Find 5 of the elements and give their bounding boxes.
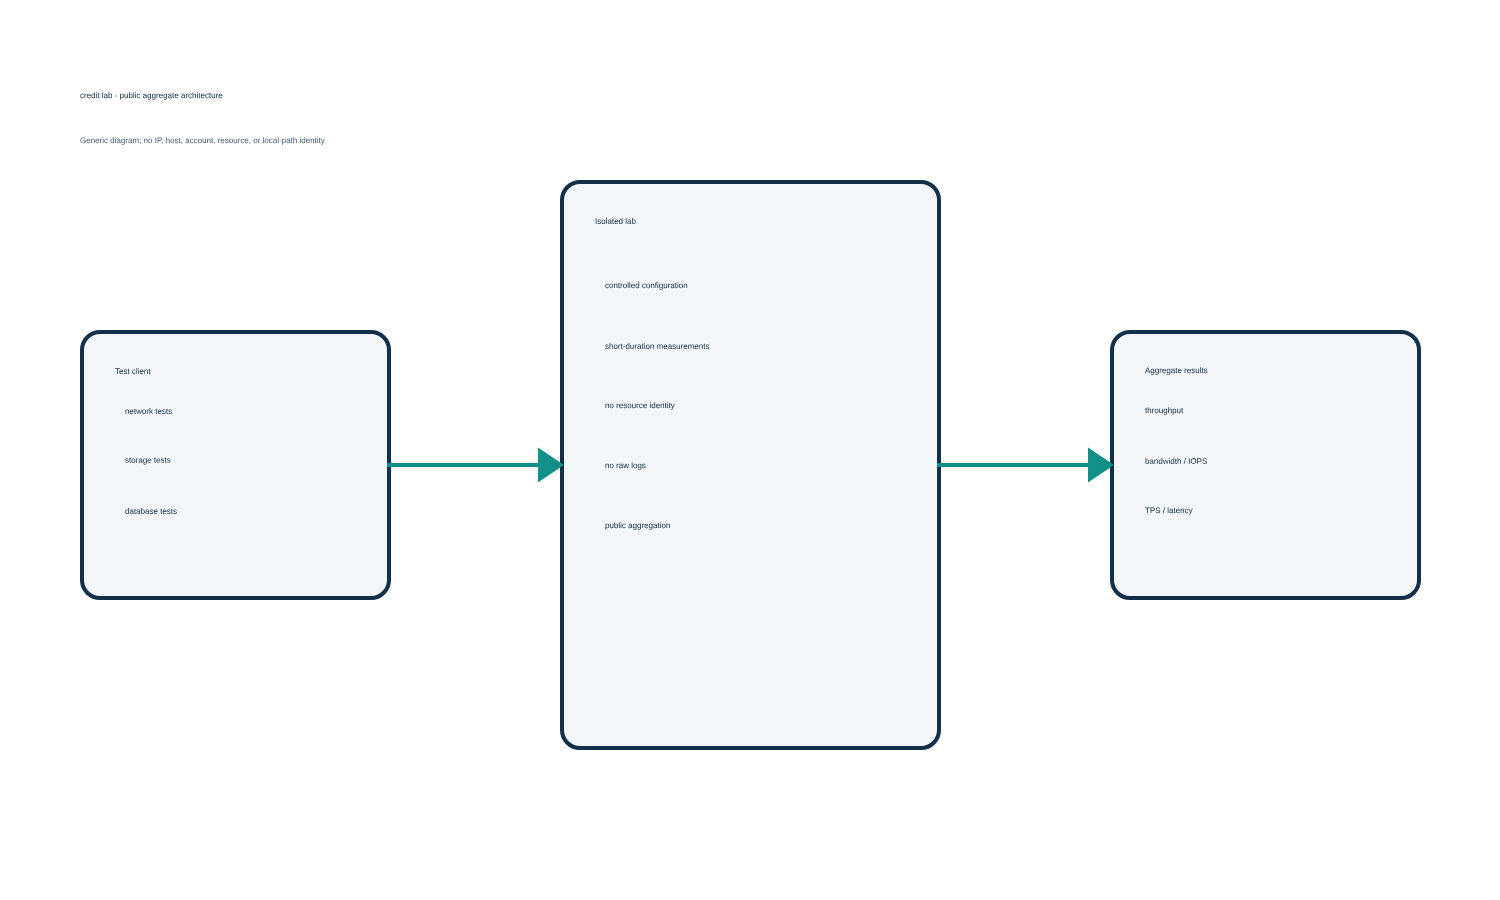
panel-box: Test client network tests storage tests database tests [80, 330, 391, 600]
subtitle: Generic diagram; no IP, host, account, resource, or local-path identity [80, 137, 325, 145]
panel-box: Isolated lab controlled configuration short-duration measurements no resource identity no raw logs public aggregation [560, 180, 941, 750]
panel-box: Aggregate results throughput bandwidth / IOPS TPS / latency [1110, 330, 1421, 600]
title: credit lab - public aggregate architecture [80, 92, 223, 100]
